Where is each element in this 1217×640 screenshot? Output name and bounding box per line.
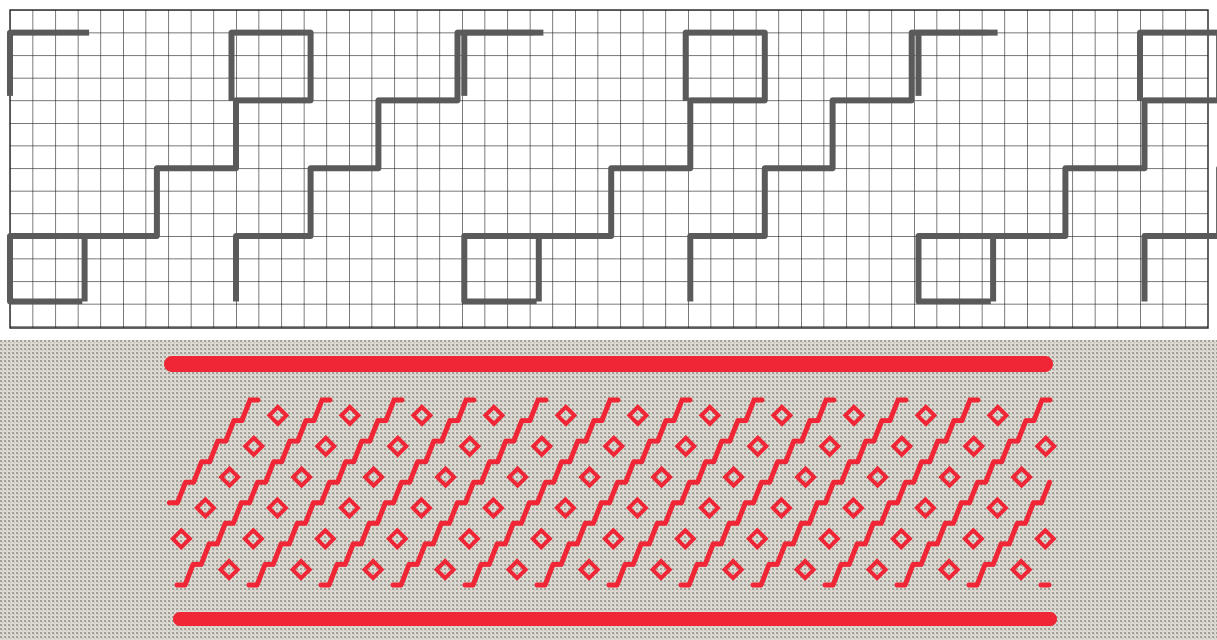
embroidered-sample-photo [0, 340, 1217, 640]
linen-fabric [0, 340, 1217, 640]
grid-paper [0, 0, 1217, 336]
pattern-scheme-chart [0, 0, 1217, 336]
